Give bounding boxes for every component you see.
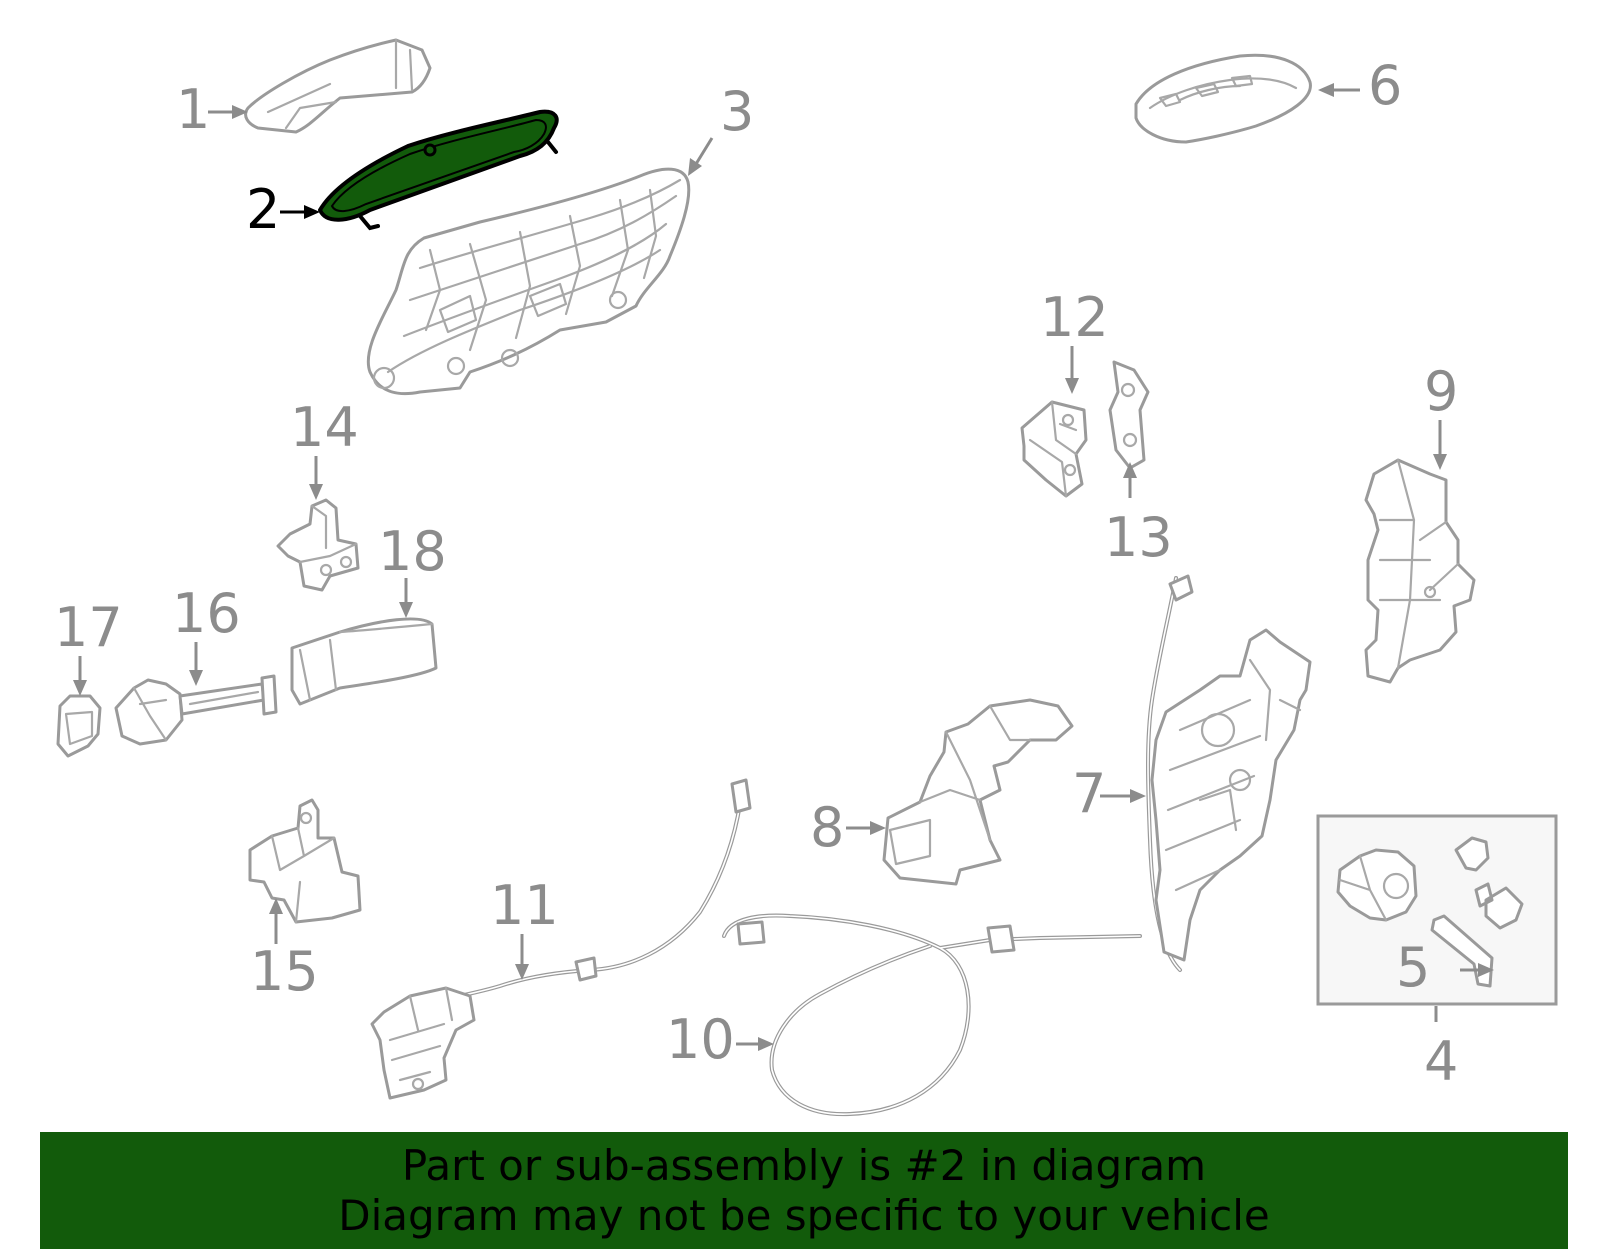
callout-arrows (73, 83, 1494, 1051)
part-16-door-check[interactable] (114, 674, 278, 746)
callout-label-4: 4 (1424, 1030, 1458, 1093)
part-10-bowden-cable[interactable] (722, 913, 1142, 1117)
callout-label-10: 10 (666, 1008, 735, 1071)
callout-label-2: 2 (246, 178, 280, 241)
part-1-handle-cover[interactable] (244, 38, 432, 134)
part-13-shim[interactable] (1108, 360, 1150, 470)
callout-label-13: 13 (1104, 506, 1173, 569)
callout-label-8: 8 (810, 796, 844, 859)
part-9-lock-cover[interactable] (1364, 458, 1476, 684)
part-12-striker[interactable] (1020, 400, 1088, 498)
part-8-lock-cover[interactable] (882, 698, 1074, 886)
part-3-handle-carrier[interactable] (366, 167, 691, 396)
callout-label-18: 18 (378, 520, 447, 583)
callout-label-1: 1 (176, 78, 210, 141)
part-7-door-lock[interactable] (1146, 574, 1312, 972)
callout-label-9: 9 (1424, 360, 1458, 423)
part-18-seal[interactable] (290, 617, 438, 706)
callout-label-7: 7 (1072, 762, 1106, 825)
part-2-handle-gasket[interactable] (318, 109, 559, 231)
banner-line-part: Part or sub-assembly is #2 in diagram (401, 1140, 1207, 1190)
callout-label-14: 14 (290, 396, 359, 459)
part-17-cap[interactable] (56, 694, 102, 758)
callout-label-3: 3 (720, 80, 754, 143)
callout-label-15: 15 (250, 940, 319, 1003)
part-4-lock-cylinder-kit[interactable] (1316, 814, 1558, 1006)
callout-label-5: 5 (1396, 936, 1430, 999)
callout-label-6: 6 (1368, 54, 1402, 117)
banner-line-disclaimer: Diagram may not be specific to your vehi… (338, 1190, 1270, 1240)
callout-label-11: 11 (490, 874, 559, 937)
part-11-actuator-cable[interactable] (370, 778, 752, 1100)
callout-label-16: 16 (172, 582, 241, 645)
callout-label-12: 12 (1040, 286, 1109, 349)
part-6-key-fob[interactable] (1134, 53, 1312, 144)
info-banner: Part or sub-assembly is #2 in diagram Di… (40, 1132, 1568, 1249)
part-14-hinge-bracket[interactable] (276, 498, 360, 592)
part-15-hinge[interactable] (248, 798, 362, 924)
callout-label-17: 17 (54, 596, 123, 659)
